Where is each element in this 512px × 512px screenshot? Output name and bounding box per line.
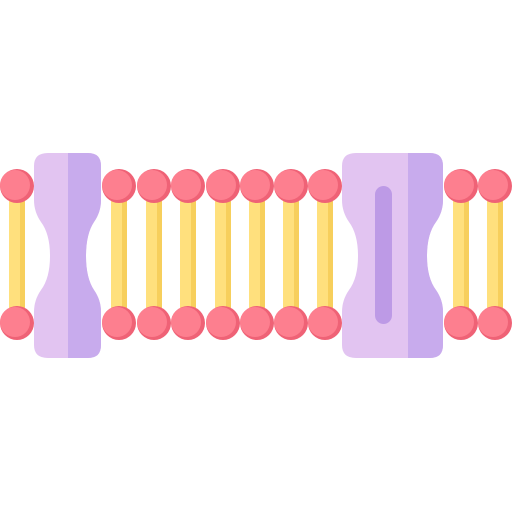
small-protein-shade xyxy=(68,153,101,358)
lipid-4-head-top-fill xyxy=(171,170,201,200)
lipid-4-tail-shade xyxy=(191,186,196,323)
lipid-6-head-top xyxy=(240,169,274,203)
lipid-3-head-top-fill xyxy=(137,170,167,200)
lipid-4-head-bottom xyxy=(171,306,205,340)
lipid-7-head-bottom-fill xyxy=(274,307,304,337)
lipid-9-head-top-fill xyxy=(444,170,474,200)
lipid-10-head-bottom xyxy=(478,306,512,340)
large-channel-protein-icon xyxy=(342,153,443,358)
lipid-9-tail-shade xyxy=(464,186,469,323)
lipid-9-head-bottom-fill xyxy=(444,307,474,337)
lipid-10-head-top xyxy=(478,169,512,203)
lipid-7-head-bottom xyxy=(274,306,308,340)
phospholipid-heads xyxy=(0,169,512,340)
lipid-2-head-bottom-fill xyxy=(102,307,132,337)
lipid-10-head-top-fill xyxy=(478,170,508,200)
lipid-7-head-top xyxy=(274,169,308,203)
lipid-5-head-top xyxy=(206,169,240,203)
lipid-1-head-top xyxy=(0,169,34,203)
large-protein-shade xyxy=(408,153,443,358)
lipid-9-head-top xyxy=(444,169,478,203)
lipid-6-tail-shade xyxy=(260,186,265,323)
lipid-9-head-bottom xyxy=(444,306,478,340)
lipid-7-head-top-fill xyxy=(274,170,304,200)
lipid-5-head-top-fill xyxy=(206,170,236,200)
lipid-7-tail-shade xyxy=(294,186,299,323)
large-protein-pore xyxy=(375,186,392,324)
lipid-8-head-bottom xyxy=(308,306,342,340)
lipid-3-head-bottom xyxy=(137,306,171,340)
lipid-8-tail-shade xyxy=(328,186,333,323)
lipid-5-head-bottom-fill xyxy=(206,307,236,337)
lipid-2-head-bottom xyxy=(102,306,136,340)
lipid-8-head-top xyxy=(308,169,342,203)
lipid-6-head-bottom-fill xyxy=(240,307,270,337)
lipid-1-head-bottom-fill xyxy=(0,307,30,337)
lipid-1-tail-shade xyxy=(20,186,25,323)
lipid-4-head-bottom-fill xyxy=(171,307,201,337)
lipid-1-head-bottom xyxy=(0,306,34,340)
lipid-5-head-bottom xyxy=(206,306,240,340)
lipid-5-tail-shade xyxy=(226,186,231,323)
fatty-acid-tails xyxy=(9,186,503,323)
lipid-8-head-top-fill xyxy=(308,170,338,200)
lipid-3-head-bottom-fill xyxy=(137,307,167,337)
lipid-10-head-bottom-fill xyxy=(478,307,508,337)
lipid-8-head-bottom-fill xyxy=(308,307,338,337)
lipid-6-head-bottom xyxy=(240,306,274,340)
small-channel-protein-icon xyxy=(34,153,101,358)
lipid-10-tail-shade xyxy=(498,186,503,323)
lipid-4-head-top xyxy=(171,169,205,203)
lipid-3-tail-shade xyxy=(157,186,162,323)
lipid-6-head-top-fill xyxy=(240,170,270,200)
lipid-2-head-top-fill xyxy=(102,170,132,200)
lipid-2-head-top xyxy=(102,169,136,203)
lipid-3-head-top xyxy=(137,169,171,203)
lipid-1-head-top-fill xyxy=(0,170,30,200)
lipid-2-tail-shade xyxy=(122,186,127,323)
